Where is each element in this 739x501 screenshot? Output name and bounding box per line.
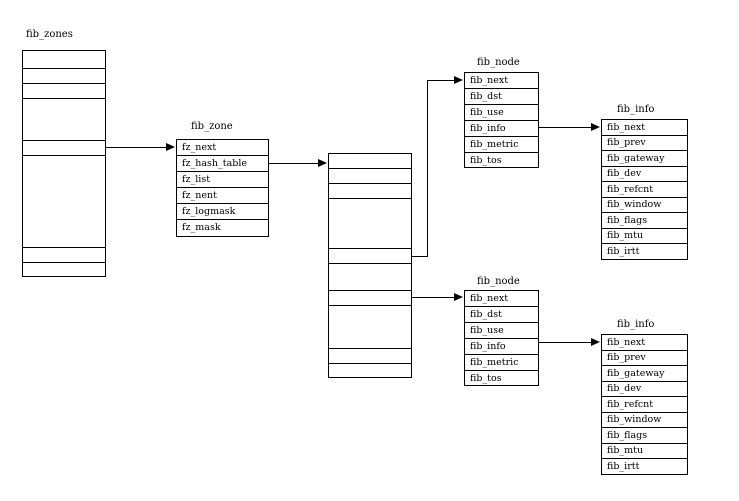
fib-node-top-table: fib_next fib_dst fib_use fib_info fib_me…: [464, 72, 539, 168]
arrowhead-hash-to-fib-node-bottom: [454, 293, 463, 301]
connector-fib-node-top-to-fib-info-top: [539, 127, 592, 128]
fib-node-top-field-fib-next[interactable]: fib_next: [465, 73, 538, 89]
fib-info-bottom-table: fib_next fib_prev fib_gateway fib_dev fi…: [601, 334, 688, 475]
fib-info-top-field-fib-flags[interactable]: fib_flags: [602, 213, 687, 229]
fib-node-bottom-caption: fib_node: [477, 276, 520, 287]
fz-hash-table-array: [328, 153, 412, 378]
fib-node-bottom-field-fib-next[interactable]: fib_next: [465, 291, 538, 307]
fib-info-top-field-fib-window[interactable]: fib_window: [602, 198, 687, 213]
fib-node-top-field-fib-tos[interactable]: fib_tos: [470, 155, 502, 167]
hash-bucket-row[interactable]: [329, 264, 411, 291]
fib-node-top-field-fib-info[interactable]: fib_info: [465, 121, 538, 137]
fib-info-bottom-field-fib-window[interactable]: fib_window: [602, 413, 687, 428]
fib-info-top-field-fib-next[interactable]: fib_next: [602, 120, 687, 136]
fib-zone-field-fz-hash-table[interactable]: fz_hash_table: [177, 156, 268, 172]
arrowhead-hash-to-fib-node-top: [454, 76, 463, 84]
fib-zone-field-fz-list[interactable]: fz_list: [177, 172, 268, 188]
fib-info-top-field-fib-irtt[interactable]: fib_irtt: [607, 246, 640, 258]
fib-info-bottom-field-fib-prev[interactable]: fib_prev: [602, 351, 687, 366]
fib-zones-row[interactable]: [23, 263, 105, 278]
fib-info-bottom-field-fib-irtt[interactable]: fib_irtt: [607, 461, 640, 473]
fib-info-bottom-field-fib-next[interactable]: fib_next: [602, 335, 687, 351]
fib-zones-table: [22, 50, 106, 277]
fib-zones-row[interactable]: [23, 69, 105, 84]
fib-info-top-caption: fib_info: [617, 104, 655, 115]
hash-bucket-row[interactable]: [329, 199, 411, 249]
fib-zones-row[interactable]: [23, 156, 105, 248]
hash-bucket-row-linked-bottom[interactable]: [329, 291, 411, 306]
fib-zones-row[interactable]: [23, 84, 105, 99]
fib-info-top-field-fib-refcnt[interactable]: fib_refcnt: [602, 182, 687, 198]
connector-fib-node-bottom-to-fib-info-bottom: [539, 342, 592, 343]
hash-bucket-row[interactable]: [329, 364, 411, 379]
arrowhead-fib-zones-to-fib-zone: [166, 143, 175, 151]
fib-zone-table: fz_next fz_hash_table fz_list fz_nent fz…: [176, 139, 269, 237]
fib-zone-field-fz-nent[interactable]: fz_nent: [177, 188, 268, 204]
arrowhead-fz-hash-table-to-array: [318, 159, 327, 167]
hash-bucket-row[interactable]: [329, 184, 411, 199]
fib-zones-caption: fib_zones: [26, 29, 73, 40]
fib-zone-field-fz-logmask[interactable]: fz_logmask: [177, 204, 268, 220]
fib-zone-field-fz-next[interactable]: fz_next: [177, 140, 268, 156]
fib-zones-row[interactable]: [23, 99, 105, 141]
fib-node-bottom-field-fib-use[interactable]: fib_use: [465, 323, 538, 339]
connector-fz-hash-table-to-array: [269, 163, 319, 164]
arrowhead-fib-node-bottom-to-fib-info-bottom: [591, 338, 600, 346]
connector-fib-zones-to-fib-zone: [106, 147, 167, 148]
connector-hash-to-fib-node-top-seg2: [427, 80, 428, 257]
fib-node-bottom-field-fib-metric[interactable]: fib_metric: [465, 355, 538, 371]
hash-bucket-row[interactable]: [329, 154, 411, 169]
fib-info-top-field-fib-gateway[interactable]: fib_gateway: [602, 151, 687, 167]
fib-node-top-field-fib-metric[interactable]: fib_metric: [465, 137, 538, 153]
arrowhead-fib-node-top-to-fib-info-top: [591, 123, 600, 131]
fib-info-top-field-fib-prev[interactable]: fib_prev: [602, 136, 687, 151]
fib-zones-row[interactable]: [23, 51, 105, 69]
fib-zone-field-fz-mask[interactable]: fz_mask: [182, 222, 221, 234]
hash-bucket-row[interactable]: [329, 169, 411, 184]
hash-bucket-row-linked-top[interactable]: [329, 249, 411, 264]
fib-info-bottom-field-fib-mtu[interactable]: fib_mtu: [602, 444, 687, 459]
fib-info-top-field-fib-mtu[interactable]: fib_mtu: [602, 229, 687, 244]
fib-node-top-caption: fib_node: [477, 57, 520, 68]
connector-hash-to-fib-node-top-seg3: [427, 80, 455, 81]
fib-info-bottom-field-fib-refcnt[interactable]: fib_refcnt: [602, 397, 687, 413]
fib-info-top-table: fib_next fib_prev fib_gateway fib_dev fi…: [601, 119, 688, 260]
fib-node-top-field-fib-dst[interactable]: fib_dst: [465, 89, 538, 105]
fib-info-top-field-fib-dev[interactable]: fib_dev: [602, 167, 687, 182]
fib-zones-row-linked[interactable]: [23, 141, 105, 156]
fib-node-bottom-table: fib_next fib_dst fib_use fib_info fib_me…: [464, 290, 539, 386]
fib-node-top-field-fib-use[interactable]: fib_use: [465, 105, 538, 121]
fib-zones-row[interactable]: [23, 248, 105, 263]
fib-info-bottom-field-fib-flags[interactable]: fib_flags: [602, 428, 687, 444]
fib-info-bottom-field-fib-gateway[interactable]: fib_gateway: [602, 366, 687, 382]
fib-node-bottom-field-fib-info[interactable]: fib_info: [465, 339, 538, 355]
hash-bucket-row[interactable]: [329, 306, 411, 349]
hash-bucket-row[interactable]: [329, 349, 411, 364]
fib-node-bottom-field-fib-dst[interactable]: fib_dst: [465, 307, 538, 323]
fib-zone-caption: fib_zone: [191, 121, 233, 132]
fib-info-bottom-field-fib-dev[interactable]: fib_dev: [602, 382, 687, 397]
fib-info-bottom-caption: fib_info: [617, 319, 655, 330]
fib-node-bottom-field-fib-tos[interactable]: fib_tos: [470, 373, 502, 385]
connector-hash-to-fib-node-top-seg1: [412, 256, 428, 257]
connector-hash-to-fib-node-bottom: [412, 297, 455, 298]
